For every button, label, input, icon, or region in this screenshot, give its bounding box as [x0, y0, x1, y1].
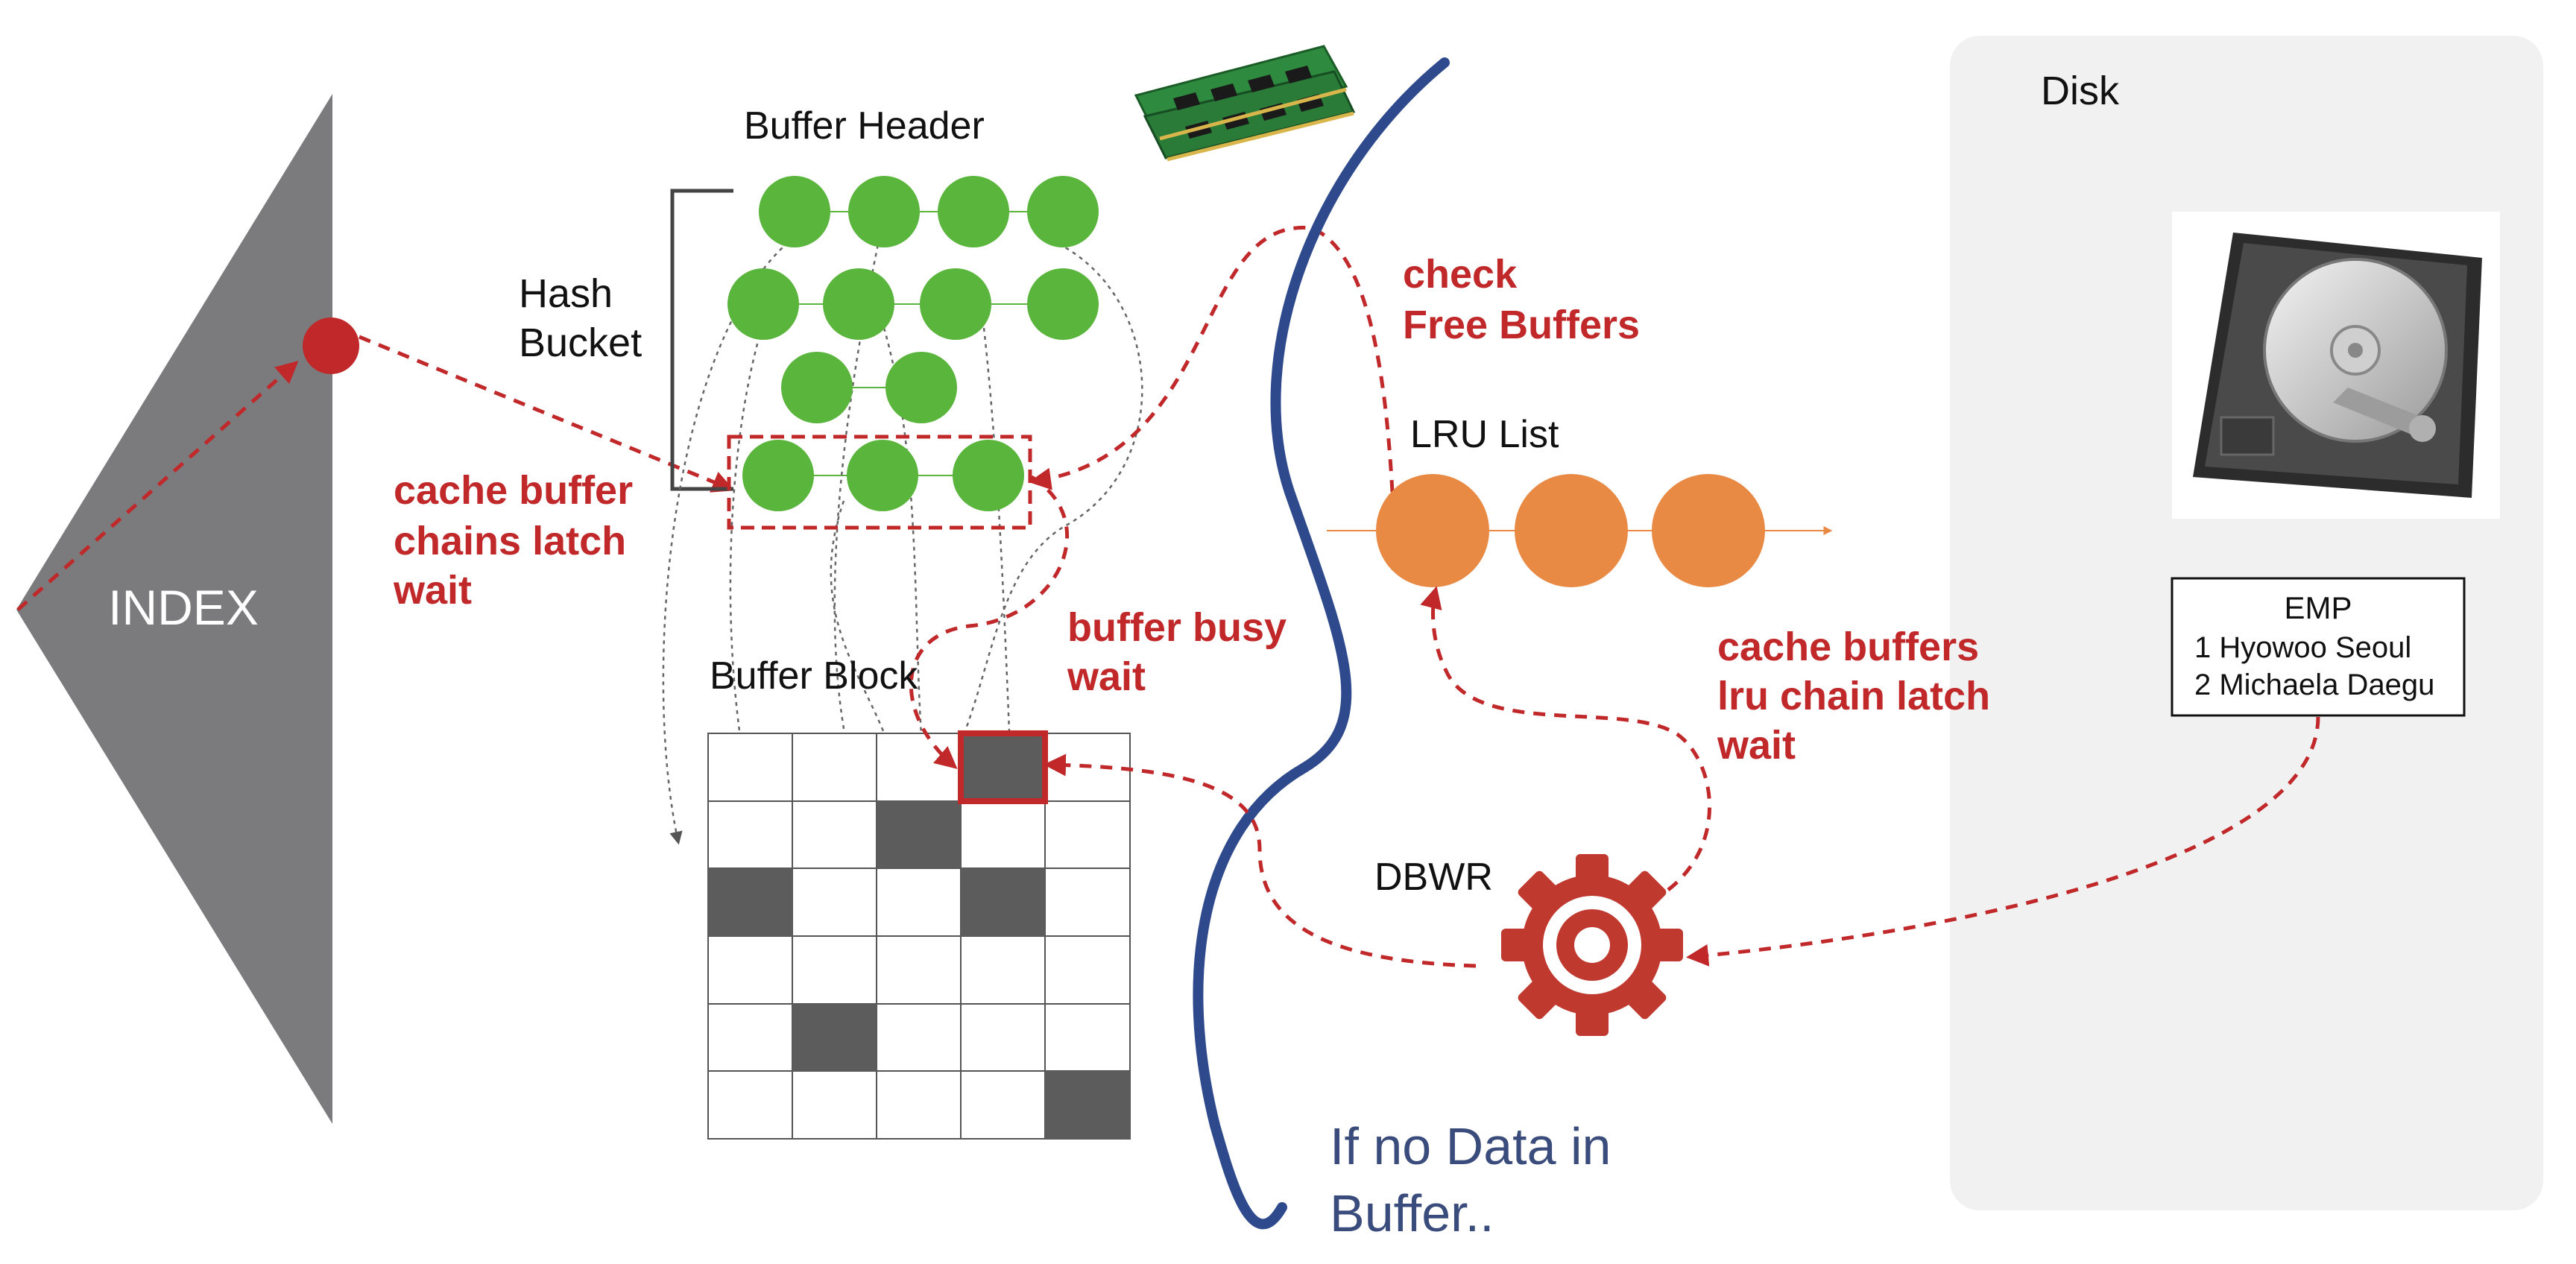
ram-module-icon — [1134, 45, 1356, 162]
buffer-busy-arrow — [909, 475, 1070, 769]
hash-bucket-label-line2: Bucket — [519, 320, 642, 365]
buffer-header-node — [953, 440, 1024, 511]
buffer-header-node — [727, 268, 799, 340]
disk-to-dbwr-arrow — [1686, 716, 2320, 967]
buffer-header-node — [1027, 268, 1099, 340]
no-data-label-line1: If no Data in — [1330, 1117, 1611, 1175]
gear-icon — [1501, 854, 1683, 1036]
lru-node — [1515, 474, 1628, 587]
lru-list-label: LRU List — [1410, 413, 1559, 456]
buffer-header-node — [759, 176, 830, 247]
hash-bucket-label-line1: Hash — [519, 271, 613, 316]
buffer-header-node — [847, 440, 918, 511]
index-entry-dot — [303, 317, 359, 374]
buffer-busy-label-line2: wait — [1067, 654, 1146, 699]
lru-latch-label-line3: wait — [1717, 723, 1796, 768]
emp-table-title: EMP — [2284, 590, 2352, 625]
cbc-latch-label-line3: wait — [393, 568, 472, 613]
buffer-header-node — [823, 268, 894, 340]
emp-table: EMP 1 Hyowoo Seoul 2 Michaela Daegu — [2171, 577, 2466, 717]
index-label: INDEX — [108, 580, 259, 635]
no-data-label-line2: Buffer.. — [1330, 1184, 1494, 1242]
dbwr-to-buffer-arrow — [1044, 753, 1477, 968]
used-buffer-block — [1045, 1071, 1130, 1139]
check-free-buffers-arrow — [1029, 226, 1395, 493]
dbwr-to-lru-arrow — [1420, 586, 1712, 891]
emp-row-2: 2 Michaela Daegu — [2194, 669, 2434, 701]
used-buffer-block — [792, 1004, 877, 1071]
index-triangle — [16, 94, 332, 1124]
dbwr-label: DBWR — [1374, 856, 1493, 899]
cbc-latch-label-line1: cache buffer — [394, 468, 633, 513]
hash-bucket-bracket — [670, 189, 733, 491]
buffer-header-node — [742, 440, 814, 511]
lru-latch-label-line2: lru chain latch — [1717, 674, 1990, 718]
buffer-header-nodes — [727, 176, 1099, 511]
index-to-hash-arrow — [359, 335, 735, 493]
lru-node — [1652, 474, 1765, 587]
lru-node — [1376, 474, 1489, 587]
memory-disk-boundary — [1193, 57, 1450, 1230]
buffer-header-node — [781, 352, 853, 423]
cbc-latch-label-line2: chains latch — [394, 519, 626, 563]
buffer-header-node — [920, 268, 991, 340]
lru-list-nodes — [1376, 474, 1765, 587]
used-buffer-block — [708, 868, 792, 936]
buffer-block-label: Buffer Block — [710, 654, 918, 698]
emp-row-1: 1 Hyowoo Seoul — [2194, 631, 2411, 664]
used-buffer-block — [961, 868, 1045, 936]
buffer-header-node — [1027, 176, 1099, 247]
lru-latch-label-line1: cache buffers — [1717, 625, 1979, 669]
buffer-header-node — [938, 176, 1009, 247]
check-free-label-line2: Free Buffers — [1403, 303, 1640, 347]
used-buffer-block — [877, 801, 961, 868]
disk-label: Disk — [2041, 69, 2120, 113]
buffer-header-node — [848, 176, 920, 247]
buffer-busy-label-line1: buffer busy — [1067, 605, 1287, 650]
hard-disk-icon — [2172, 212, 2500, 519]
busy-buffer-block — [958, 730, 1048, 804]
used-buffer-blocks — [708, 801, 1130, 1139]
buffer-header-label: Buffer Header — [744, 104, 985, 148]
check-free-label-line1: check — [1403, 252, 1518, 297]
buffer-header-node — [886, 352, 957, 423]
